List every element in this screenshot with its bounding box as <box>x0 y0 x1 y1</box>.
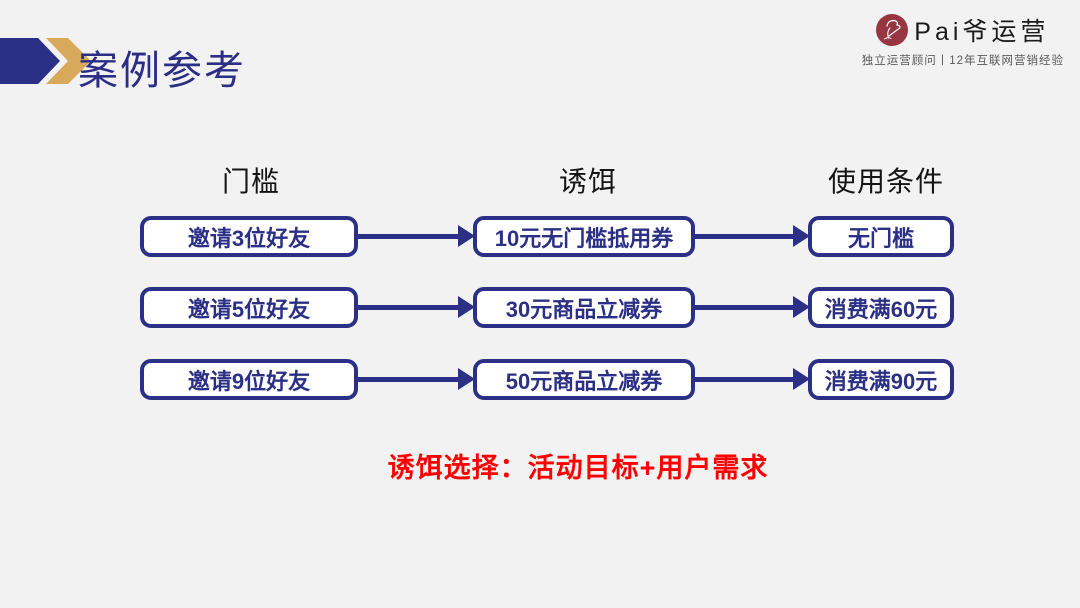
node-threshold-2: 邀请5位好友 <box>140 287 358 328</box>
brand-logo-row: Pai爷运营 <box>876 12 1049 48</box>
node-bait-3: 50元商品立减券 <box>473 359 695 400</box>
brand-name: Pai爷运营 <box>914 18 1050 46</box>
node-condition-1: 无门槛 <box>808 216 954 257</box>
column-header-bait: 诱饵 <box>558 166 618 197</box>
node-bait-2: 30元商品立减券 <box>473 287 695 328</box>
arrow-right-icon <box>356 225 475 247</box>
node-condition-2: 消费满60元 <box>808 287 954 328</box>
node-threshold-1: 邀请3位好友 <box>140 216 358 257</box>
page-title: 案例参考 <box>78 49 246 93</box>
bait-selection-note: 诱饵选择：活动目标+用户需求 <box>387 453 769 483</box>
arrow-right-icon <box>693 225 810 247</box>
arrow-right-icon <box>693 368 810 390</box>
node-bait-1: 10元无门槛抵用券 <box>473 216 695 257</box>
brand-tagline: 独立运营顾问丨12年互联网营销经验 <box>861 55 1064 67</box>
arrow-right-icon <box>693 296 810 318</box>
node-condition-3: 消费满90元 <box>808 359 954 400</box>
brand-seal-icon <box>876 14 909 46</box>
column-header-threshold: 门槛 <box>221 166 281 197</box>
arrow-right-icon <box>356 296 475 318</box>
column-header-condition: 使用条件 <box>827 166 945 197</box>
arrow-right-icon <box>356 368 475 390</box>
double-chevron-right-icon <box>0 38 91 84</box>
node-threshold-3: 邀请9位好友 <box>140 359 358 400</box>
brand-logo: Pai爷运营 独立运营顾问丨12年互联网营销经验 <box>862 12 1064 68</box>
